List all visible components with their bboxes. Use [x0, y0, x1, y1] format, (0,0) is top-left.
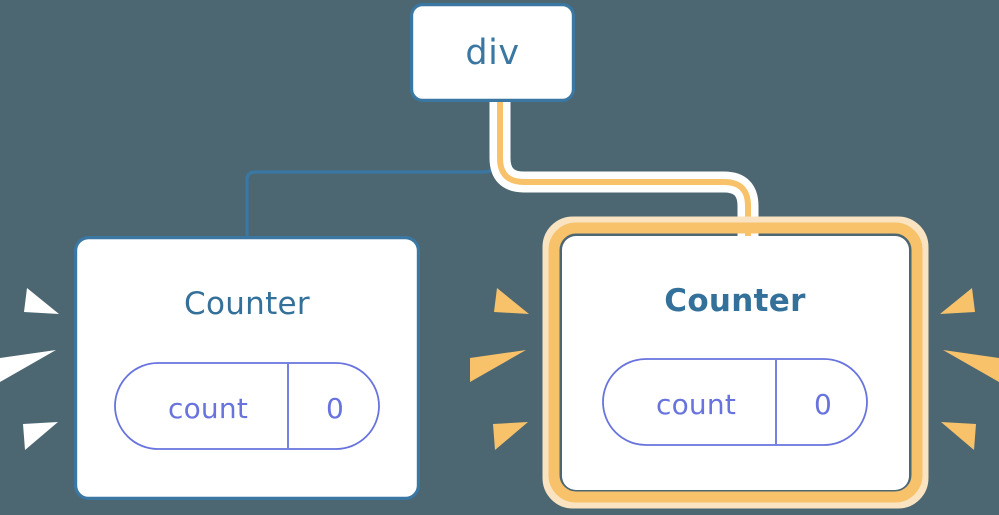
- edge-div-to-counter-left: [245, 100, 495, 242]
- rays-counter-right-left-side: [470, 288, 529, 450]
- node-div[interactable]: [410, 2, 576, 103]
- node-counter-left[interactable]: [73, 236, 420, 500]
- rays-counter-right-right-side: [940, 288, 999, 450]
- state-pill-left: [114, 362, 380, 450]
- edge-div-to-counter-right: [497, 102, 751, 244]
- state-pill-right: [602, 358, 868, 446]
- node-counter-right[interactable]: [542, 216, 929, 509]
- rays-counter-left: [0, 288, 59, 450]
